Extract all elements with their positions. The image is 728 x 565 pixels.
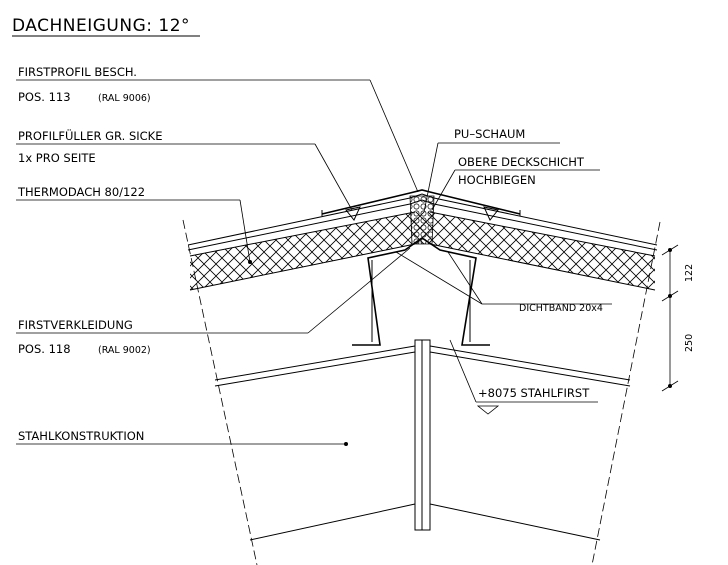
label-firstverkleidung: FIRSTVERKLEIDUNG	[18, 318, 133, 332]
pu-foam-fill	[409, 195, 435, 245]
label-dichtband: DICHTBAND 20x4	[519, 303, 603, 314]
label-hochbiegen: HOCHBIEGEN	[458, 173, 536, 187]
leader-pu-schaum	[423, 142, 439, 213]
dimension-upper: 122	[684, 264, 695, 282]
profile-filler-right	[483, 206, 499, 221]
left-panel-top-face	[189, 211, 416, 257]
rafter-right-top	[429, 345, 631, 381]
label-firstprofil: FIRSTPROFIL BESCH.	[18, 65, 137, 79]
outer-sheet-line	[187, 193, 658, 246]
drawing-title: DACHNEIGUNG: 12°	[12, 16, 190, 36]
leader-firstverkleidung	[307, 247, 411, 334]
leader-thermodach	[239, 199, 251, 263]
left-panel-bottom-face	[189, 243, 416, 291]
label-thermodach: THERMODACH 80/122	[17, 185, 145, 199]
leader-profilfueller	[314, 143, 353, 211]
label-stahlkonstruktion: STAHLKONSTRUKTION	[18, 429, 144, 443]
rafter-left-bottom	[249, 503, 416, 541]
leader-stahlfirst	[449, 339, 477, 403]
label-obere-deckschicht: OBERE DECKSCHICHT	[458, 155, 585, 169]
label-pos118: POS. 118	[18, 342, 71, 356]
label-stahlfirst: +8075 STAHLFIRST	[478, 386, 590, 400]
label-profilfueller: PROFILFÜLLER GR. SICKE	[18, 127, 162, 143]
leader-firstprofil	[369, 79, 419, 193]
leader-obere-deckschicht	[431, 169, 456, 211]
right-panel-bottom-face	[429, 243, 656, 291]
rafter-right-bottom	[429, 503, 601, 541]
elevation-marker-icon	[476, 405, 500, 415]
profile-filler-left	[345, 206, 361, 221]
ridge-cap-profile	[321, 189, 521, 215]
rafter-left-top	[214, 345, 416, 381]
leader-dichtband-left	[395, 251, 483, 305]
ridge-cladding	[352, 237, 490, 346]
label-pro-seite: 1x PRO SEITE	[18, 151, 96, 165]
label-pu-schaum: PU–SCHAUM	[454, 127, 525, 141]
leader-dichtband-right	[447, 251, 483, 305]
label-ral9002: (RAL 9002)	[98, 345, 151, 356]
dimension-lower: 250	[684, 334, 695, 352]
right-panel-top-face	[429, 211, 656, 257]
label-ral9006: (RAL 9006)	[98, 93, 151, 104]
label-pos113: POS. 113	[18, 90, 71, 104]
